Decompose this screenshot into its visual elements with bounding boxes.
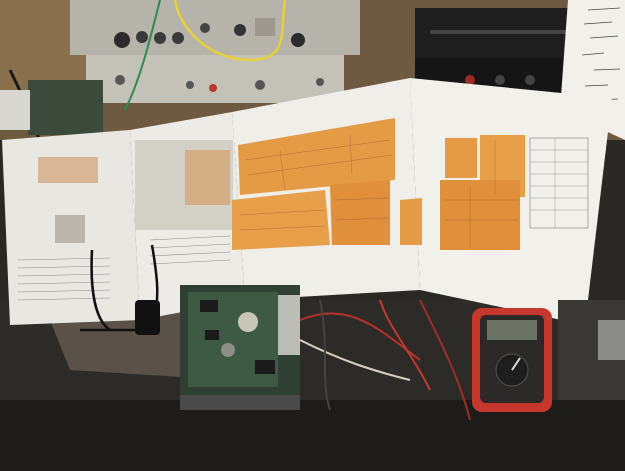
panel-knobs: [114, 23, 324, 92]
small-pcb-drawing-2: [55, 215, 85, 243]
orange-schematic-right: [440, 135, 525, 250]
schematic-traces-central: [239, 134, 393, 231]
multimeter-dial-pointer: [511, 357, 521, 371]
small-pcb-drawing-1: [38, 157, 98, 183]
bench-wires: [299, 299, 471, 421]
loose-circuit-board: [28, 80, 103, 135]
pcb-chips: [200, 300, 275, 374]
equipment-panel-upper: [70, 0, 360, 55]
schematic-traces-right: [445, 140, 518, 248]
rack-controls: [430, 30, 570, 85]
tool-right: [598, 320, 625, 360]
pcb-capacitor: [221, 343, 235, 357]
pcb-layout-orange: [185, 150, 230, 205]
orange-schematic-central: [232, 118, 422, 250]
parts-table-rows: [530, 138, 588, 228]
pcb-metal-bracket: [278, 295, 300, 355]
paper-scrap: [0, 90, 30, 130]
yellow-cable: [173, 0, 287, 62]
glasses-lens: [135, 300, 160, 335]
text-lines-left: [17, 235, 231, 301]
equipment-panel-lower: [86, 55, 344, 103]
pcb-edge-connector: [180, 395, 300, 410]
parts-table: [529, 137, 589, 229]
green-cable: [124, 0, 161, 111]
pcb-round-component: [238, 312, 258, 332]
panel-grille: [255, 18, 275, 36]
multimeter-display: [487, 320, 537, 340]
